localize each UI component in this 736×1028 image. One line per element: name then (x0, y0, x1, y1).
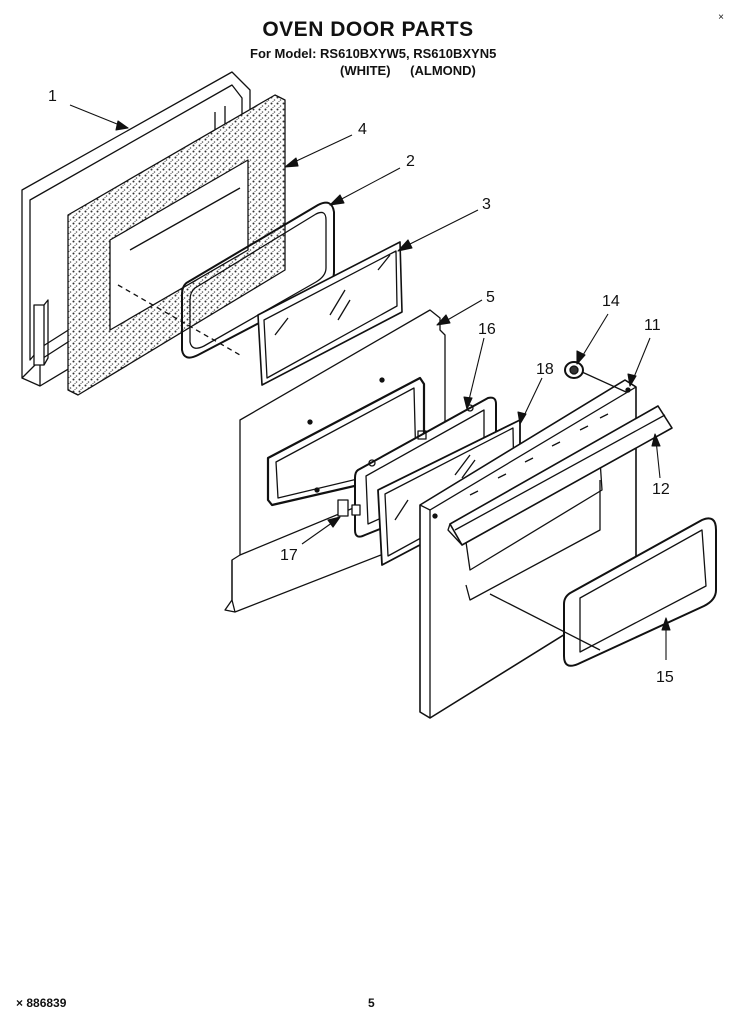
callout-3: 3 (482, 196, 491, 213)
callout-12: 12 (652, 481, 670, 498)
variant-white: (WHITE) (340, 63, 391, 78)
page-title: OVEN DOOR PARTS (262, 18, 474, 41)
part-14-plug (564, 361, 627, 393)
callout-4: 4 (358, 121, 367, 138)
callout-2: 2 (406, 153, 415, 170)
callout-18: 18 (536, 361, 554, 378)
callout-labels: 1 4 2 3 5 16 14 11 18 12 17 15 (48, 88, 674, 686)
variant-almond: (ALMOND) (410, 63, 476, 78)
document-number: × 886839 (16, 996, 67, 1010)
part-17-clip (337, 499, 361, 517)
part-12-handle (447, 405, 673, 546)
color-variants: (WHITE) (ALMOND) (340, 63, 492, 78)
callout-16: 16 (478, 321, 496, 338)
callout-15: 15 (656, 669, 674, 686)
callout-1: 1 (48, 88, 57, 105)
corner-mark: × (718, 12, 724, 23)
callout-14: 14 (602, 293, 620, 310)
part-3-glass (257, 241, 403, 386)
leader-lines (69, 104, 671, 660)
callout-5: 5 (486, 289, 495, 306)
callout-11: 11 (644, 317, 661, 334)
model-subtitle: For Model: RS610BXYW5, RS610BXYN5 (250, 46, 497, 61)
part-15-window-trim (489, 517, 717, 667)
page-number: 5 (368, 996, 375, 1010)
callout-17: 17 (280, 547, 298, 564)
